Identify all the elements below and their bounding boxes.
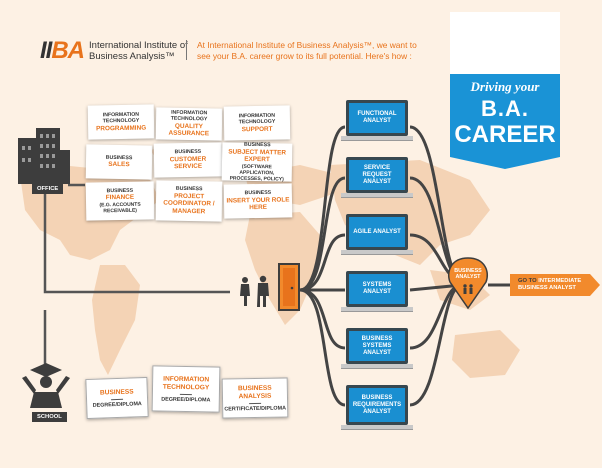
- analyst-monitor: SERVICE REQUEST ANALYST: [346, 157, 408, 193]
- education-card: INFORMATION TECHNOLOGY DEGREE/DIPLOMA: [151, 365, 221, 413]
- education-card: BUSINESS ANALYSIS CERTIFICATE/DIPLOMA: [221, 377, 289, 419]
- education-field: BUSINESS: [99, 387, 134, 397]
- card-category: INFORMATION TECHNOLOGY: [102, 111, 140, 125]
- education-credential: DEGREE/DIPLOMA: [92, 400, 142, 409]
- card-role: PROGRAMMING: [96, 124, 147, 133]
- role-card: BUSINESS INSERT YOUR ROLE HERE: [223, 183, 293, 219]
- school-label: SCHOOL: [32, 412, 67, 422]
- header-divider: [186, 40, 187, 60]
- badge-icon-panel: [450, 12, 560, 74]
- analyst-monitor: SYSTEMS ANALYST: [346, 271, 408, 307]
- badge-pointer: [450, 157, 560, 169]
- badge-line-1: Driving your: [470, 79, 540, 94]
- office-line: [43, 192, 230, 294]
- education-divider: [111, 398, 124, 400]
- card-role: SUPPORT: [241, 125, 273, 133]
- role-card: BUSINESS CUSTOMER SERVICE: [153, 142, 223, 178]
- logo-name: International Institute of Business Anal…: [89, 40, 188, 62]
- role-card: BUSINESS FINANCE (E.G. ACCOUNTS RECEIVAB…: [85, 181, 155, 221]
- card-note: (E.G. ACCOUNTS RECEIVABLE): [99, 201, 141, 215]
- analyst-title: SERVICE REQUEST ANALYST: [362, 164, 392, 185]
- role-card: INFORMATION TECHNOLOGY SUPPORT: [223, 105, 291, 141]
- role-card: BUSINESS SUBJECT MATTER EXPERT (SOFTWARE…: [221, 142, 293, 183]
- education-field: INFORMATION TECHNOLOGY: [162, 375, 210, 391]
- analyst-monitor: BUSINESS SYSTEMS ANALYST: [346, 328, 408, 364]
- card-role: SALES: [108, 161, 130, 169]
- analyst-monitor: BUSINESS REQUIREMENTS ANALYST: [346, 385, 408, 425]
- office-building-icon: [18, 128, 70, 184]
- iiba-logo: IIBA International Institute of Business…: [40, 37, 189, 65]
- card-role: CUSTOMER SERVICE: [169, 155, 207, 171]
- next-step-arrowhead: [590, 274, 600, 296]
- monitor-stand: [341, 193, 413, 198]
- card-role: PROJECT COORDINATOR / MANAGER: [163, 192, 215, 216]
- monitor-stand: [341, 250, 413, 255]
- card-category: INFORMATION TECHNOLOGY: [170, 109, 208, 123]
- analyst-title: SYSTEMS ANALYST: [362, 282, 392, 295]
- badge-line-3: CAREER: [454, 121, 556, 148]
- intro-text: At International Institute of Business A…: [197, 40, 417, 61]
- career-badge: Driving your B.A. CAREER: [450, 12, 560, 157]
- education-card: BUSINESS DEGREE/DIPLOMA: [85, 376, 149, 420]
- education-divider: [179, 393, 192, 395]
- role-card: BUSINESS PROJECT COORDINATOR / MANAGER: [155, 180, 223, 222]
- analyst-monitor: FUNCTIONAL ANALYST: [346, 100, 408, 136]
- people-walking-icon: [240, 275, 269, 307]
- role-card: INFORMATION TECHNOLOGY PROGRAMMING: [87, 104, 155, 140]
- next-step-arrow: GO TO INTERMEDIATE BUSINESS ANALYST: [510, 274, 590, 296]
- branch-lines-left: [299, 125, 346, 407]
- badge-line-2: B.A.: [481, 96, 529, 121]
- card-category: INFORMATION TECHNOLOGY: [238, 112, 276, 126]
- role-card: BUSINESS SALES: [85, 144, 153, 180]
- analyst-monitor: AGILE ANALYST: [346, 214, 408, 250]
- role-card: INFORMATION TECHNOLOGY QUALITY ASSURANCE: [155, 107, 223, 141]
- card-role: QUALITY ASSURANCE: [168, 122, 210, 138]
- education-credential: CERTIFICATE/DIPLOMA: [224, 404, 287, 413]
- business-analyst-pin: [447, 257, 489, 310]
- office-label: OFFICE: [32, 184, 64, 194]
- card-role: SUBJECT MATTER EXPERT: [228, 148, 287, 164]
- education-field: BUSINESS ANALYSIS: [237, 384, 272, 400]
- analyst-title: BUSINESS SYSTEMS ANALYST: [361, 335, 393, 356]
- logo-mark: IIBA: [40, 37, 85, 64]
- monitor-stand: [341, 425, 413, 430]
- next-step-label: GO TO INTERMEDIATE BUSINESS ANALYST: [518, 278, 582, 291]
- analyst-title: BUSINESS REQUIREMENTS ANALYST: [352, 394, 402, 415]
- card-role: INSERT YOUR ROLE HERE: [226, 196, 290, 212]
- door-icon: [278, 263, 300, 311]
- graduate-icon: [22, 363, 70, 408]
- analyst-title: FUNCTIONAL ANALYST: [357, 111, 397, 124]
- education-divider: [249, 402, 262, 404]
- education-credential: DEGREE/DIPLOMA: [161, 396, 211, 403]
- monitor-stand: [341, 364, 413, 369]
- business-analyst-label: BUSINESS ANALYST: [454, 268, 482, 281]
- monitor-stand: [341, 307, 413, 312]
- analyst-title: AGILE ANALYST: [353, 228, 401, 235]
- card-note: (SOFTWARE APPLICATION, PROCESSES, POLICY…: [229, 163, 284, 183]
- monitor-stand: [341, 136, 413, 141]
